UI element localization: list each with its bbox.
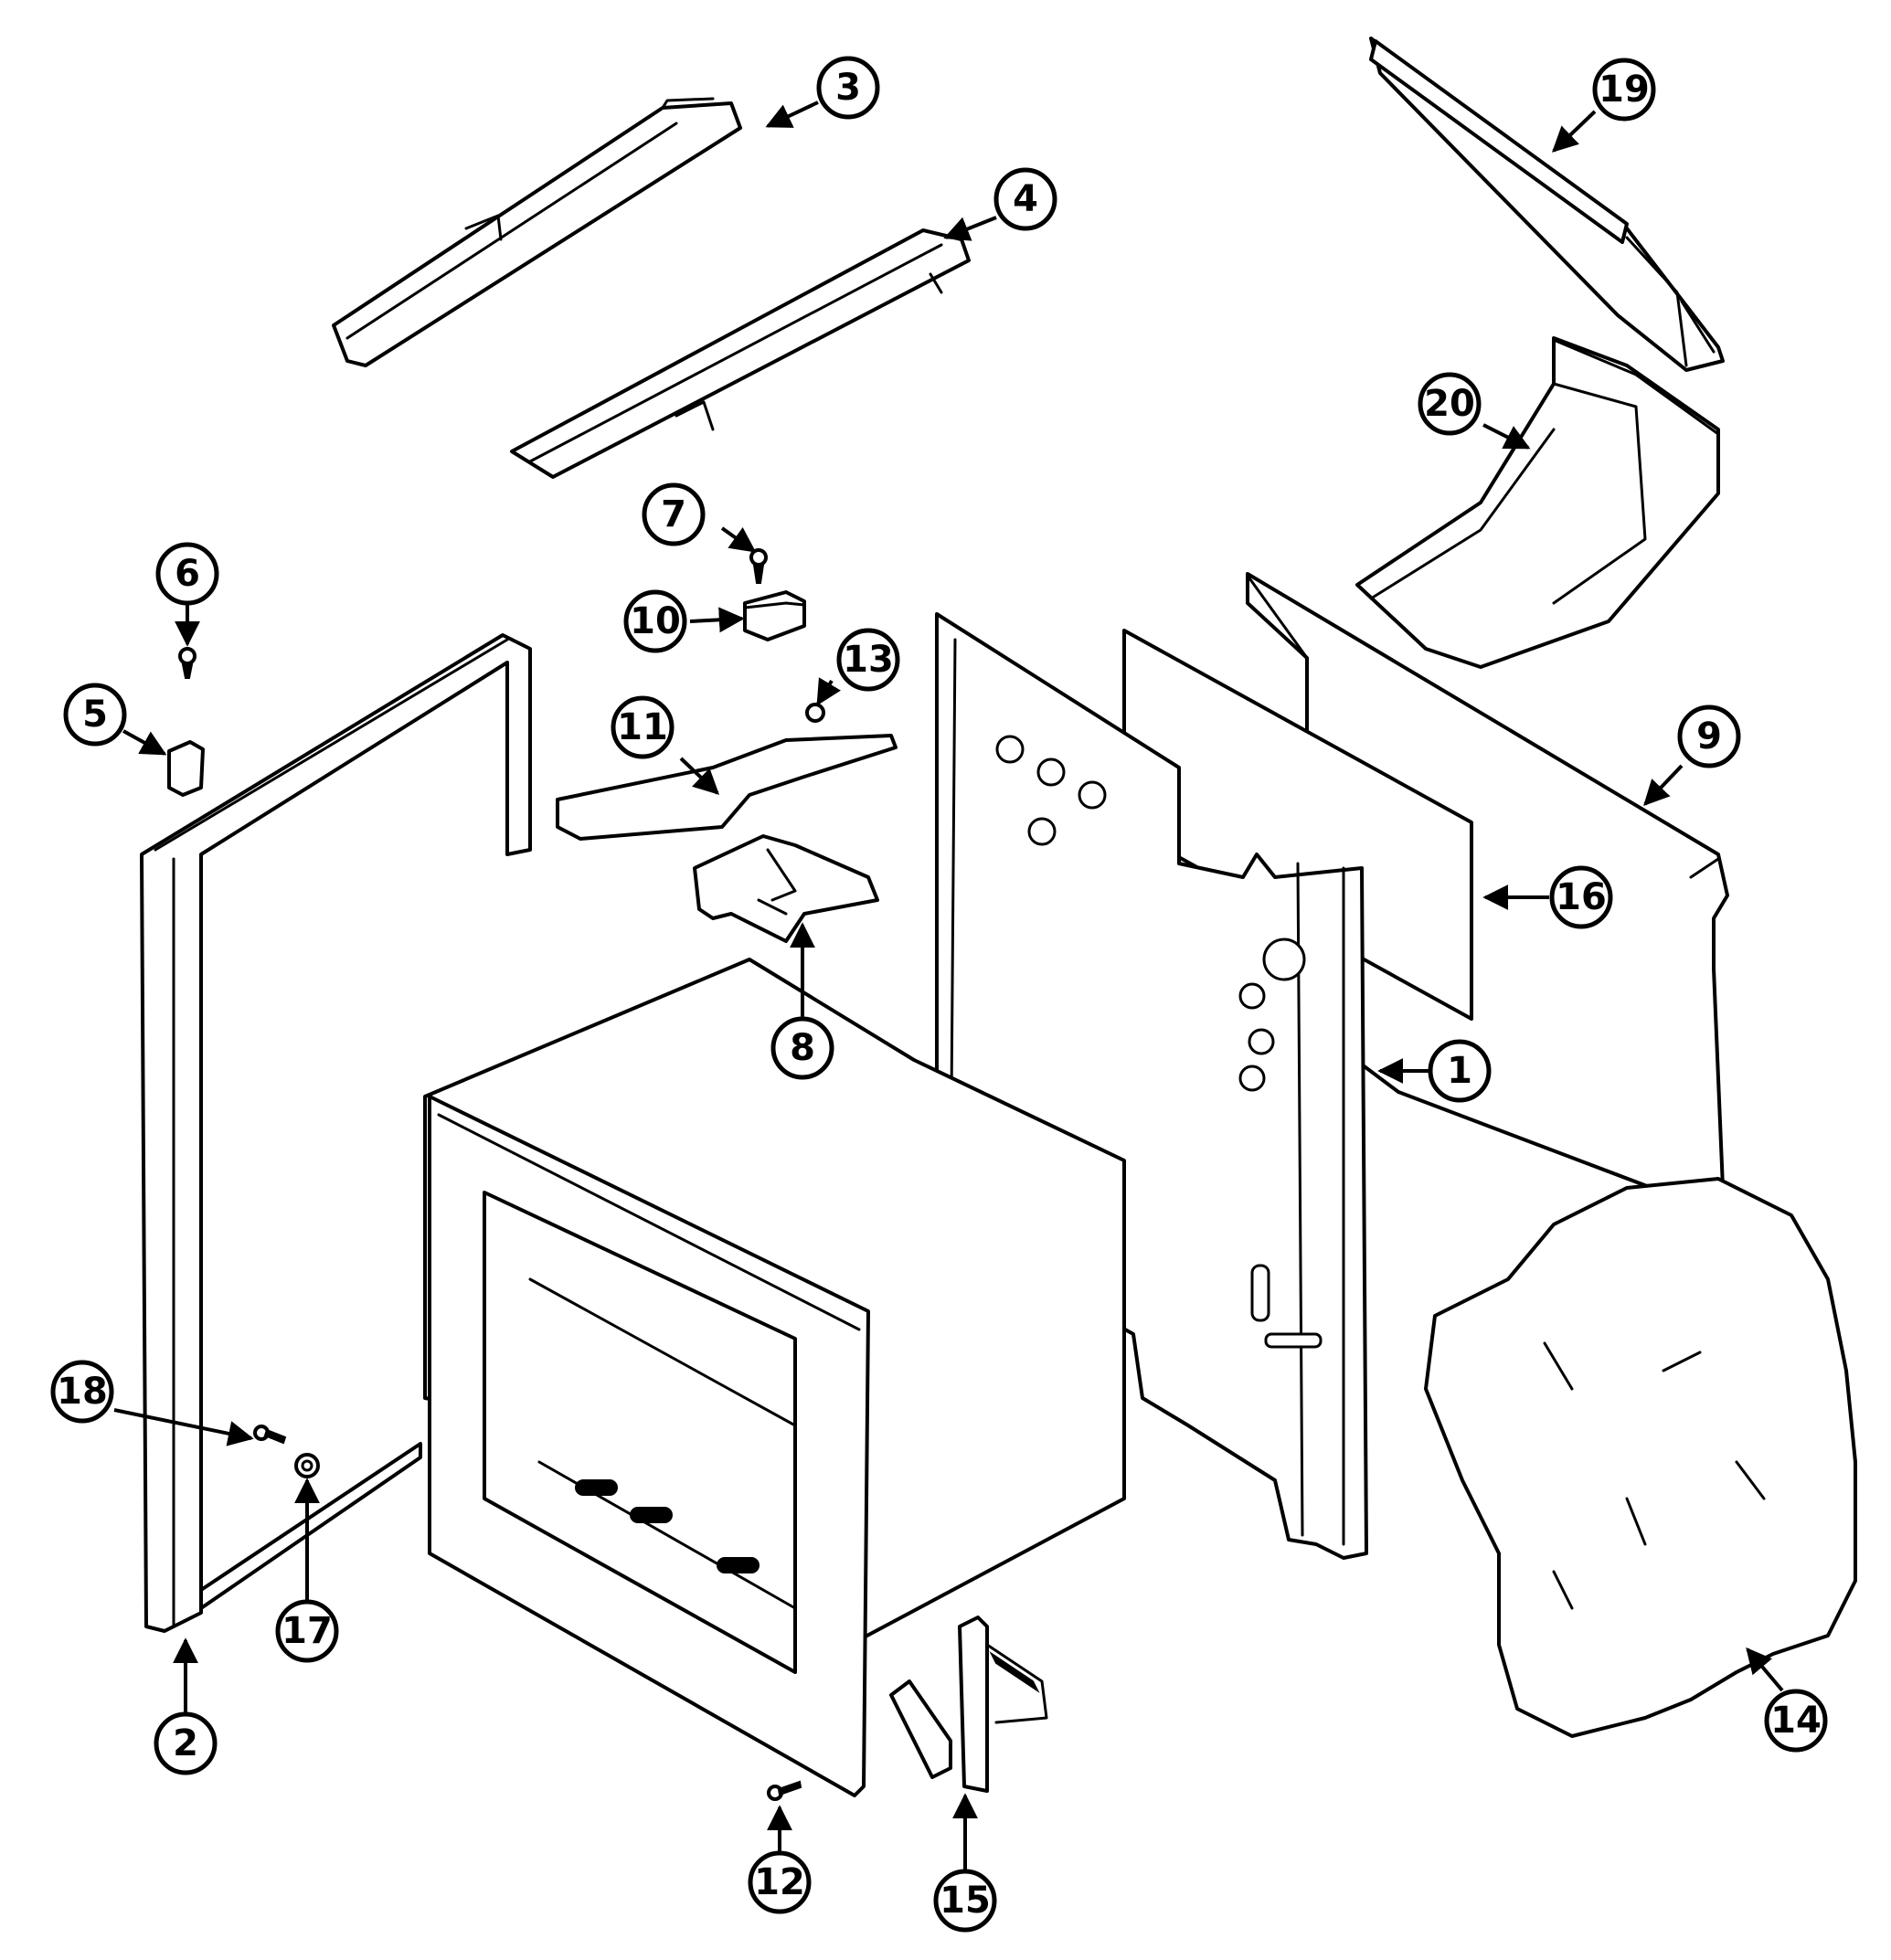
leader-7 — [720, 526, 757, 553]
svg-text:7: 7 — [661, 493, 686, 535]
leader-14 — [1746, 1647, 1784, 1692]
part-latch-assembly — [693, 834, 879, 943]
svg-text:15: 15 — [940, 1880, 991, 1922]
part-oven-liner — [423, 958, 1126, 1797]
part-screw-6 — [178, 647, 197, 679]
svg-text:20: 20 — [1424, 383, 1475, 425]
svg-text:6: 6 — [175, 553, 200, 595]
callout-8: 8 — [770, 1016, 834, 1080]
part-door-switch — [743, 590, 806, 641]
svg-text:19: 19 — [1599, 69, 1650, 111]
part-screw-13 — [805, 703, 825, 723]
part-screw-7 — [749, 548, 768, 584]
callout-2: 2 — [154, 1711, 218, 1775]
svg-text:11: 11 — [617, 706, 668, 748]
callout-16: 16 — [1549, 865, 1613, 929]
leader-18 — [113, 1408, 254, 1446]
callout-9: 9 — [1677, 705, 1741, 768]
part-corner-bracket — [167, 740, 205, 797]
svg-text:3: 3 — [835, 67, 861, 109]
part-vent-scoop — [1355, 336, 1720, 669]
part-bumper — [294, 1453, 320, 1478]
part-side-panel — [935, 612, 1368, 1560]
callout-4: 4 — [993, 167, 1057, 231]
callout-12: 12 — [748, 1850, 812, 1914]
svg-text:1: 1 — [1447, 1050, 1472, 1092]
svg-text:16: 16 — [1556, 876, 1607, 918]
leader-3 — [765, 101, 819, 128]
leader-10 — [689, 607, 745, 633]
callout-6: 6 — [155, 542, 219, 606]
callout-18: 18 — [50, 1360, 114, 1424]
svg-text:9: 9 — [1696, 715, 1722, 758]
part-door-hinge — [889, 1616, 1048, 1793]
svg-text:8: 8 — [790, 1027, 815, 1069]
svg-text:4: 4 — [1013, 178, 1038, 220]
svg-text:18: 18 — [57, 1371, 108, 1413]
callout-11: 11 — [611, 695, 675, 759]
callout-7: 7 — [642, 482, 706, 546]
part-screw-12 — [767, 1780, 802, 1801]
svg-text:2: 2 — [173, 1722, 198, 1764]
part-front-frame — [140, 633, 532, 1633]
svg-text:17: 17 — [282, 1610, 333, 1652]
leader-5 — [122, 729, 167, 756]
leader-lines — [113, 101, 1784, 1871]
svg-text:12: 12 — [754, 1861, 805, 1903]
leader-13 — [816, 677, 841, 706]
callout-20: 20 — [1418, 372, 1482, 436]
callout-19: 19 — [1592, 58, 1656, 122]
leader-11 — [679, 757, 720, 795]
part-latch-handle — [556, 734, 898, 841]
leader-20 — [1482, 423, 1531, 450]
callout-1: 1 — [1428, 1039, 1492, 1103]
svg-text:5: 5 — [82, 694, 108, 736]
part-insulation-blanket — [1424, 1177, 1857, 1738]
part-vent-duct — [1369, 37, 1725, 372]
part-top-channel-front — [510, 228, 971, 479]
callout-5: 5 — [63, 683, 127, 747]
callout-17: 17 — [275, 1599, 339, 1663]
callout-15: 15 — [933, 1869, 997, 1933]
svg-text:13: 13 — [843, 639, 894, 681]
callout-14: 14 — [1764, 1689, 1828, 1753]
svg-text:14: 14 — [1770, 1700, 1822, 1742]
leader-4 — [943, 216, 997, 241]
leader-9 — [1643, 764, 1684, 807]
callout-badges: 1 2 3 4 5 6 7 8 9 10 11 12 13 14 15 16 1… — [50, 56, 1828, 1933]
callout-10: 10 — [623, 589, 687, 653]
part-top-channel-rear — [332, 97, 742, 367]
leader-19 — [1551, 110, 1597, 153]
part-screw-18 — [253, 1425, 287, 1445]
callout-3: 3 — [816, 56, 880, 120]
callout-13: 13 — [836, 628, 900, 692]
svg-text:10: 10 — [630, 600, 681, 642]
